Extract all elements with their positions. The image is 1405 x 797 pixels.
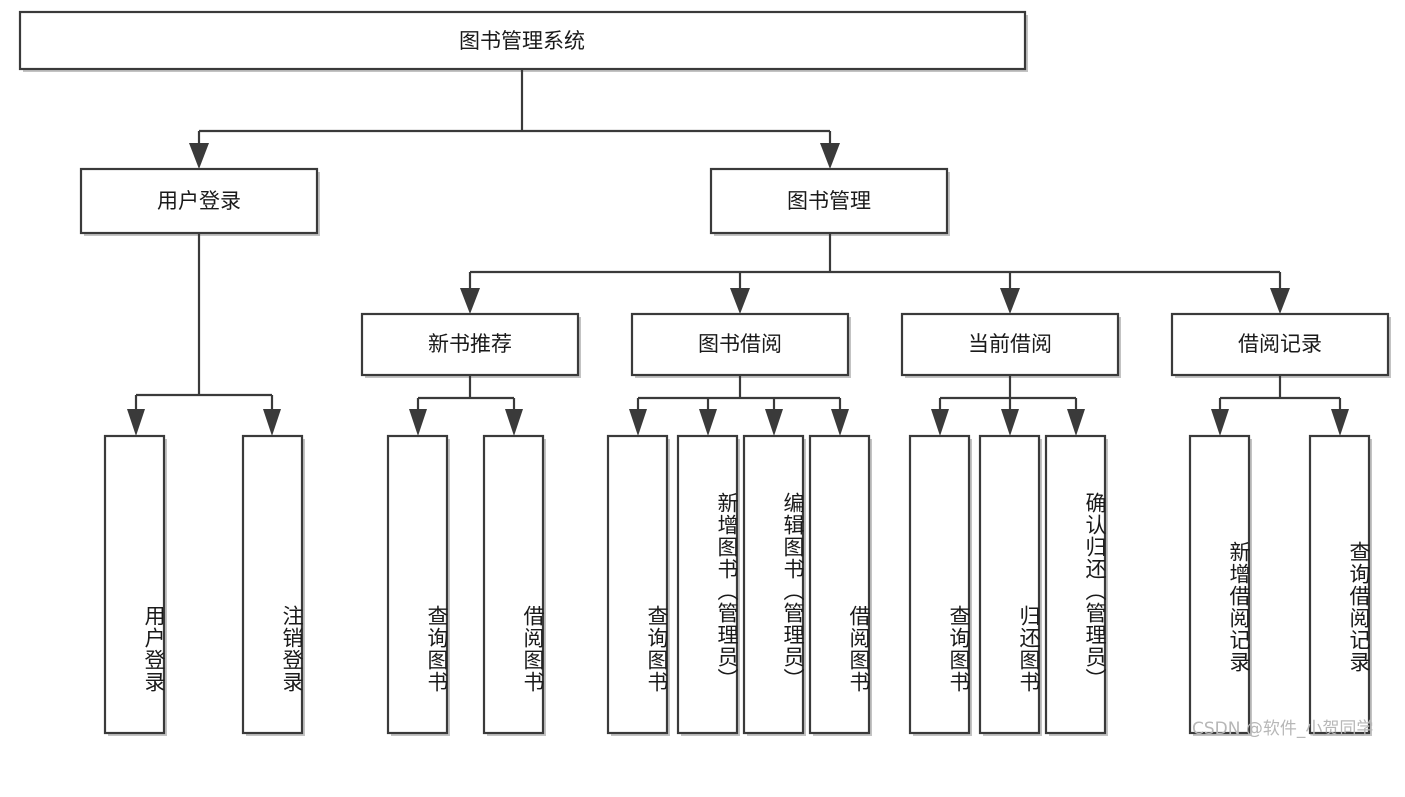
arrow-icon [1000,288,1020,314]
arrow-icon [629,409,647,436]
node-book-manage-label: 图书管理 [787,189,871,213]
arrow-icon [699,409,717,436]
arrow-icon [1331,409,1349,436]
arrow-icon [1001,409,1019,436]
arrow-icon [1211,409,1229,436]
connector-lines [134,69,1342,409]
node-user-login-label: 用户登录 [157,189,241,213]
node-leaf-return-book-label: 归还图书 [1017,604,1041,693]
node-book-borrow-label: 图书借阅 [698,332,782,356]
arrow-icon [1270,288,1290,314]
node-current-borrow-label: 当前借阅 [968,332,1052,356]
node-leaf-edit-book-label: 编辑图书（管理员） [781,491,805,690]
node-leaf-borrow-book-2-label: 借阅图书 [847,604,871,693]
arrow-icon [409,409,427,436]
node-leaf-add-book[interactable] [676,434,739,735]
node-leaf-add-book-label: 新增图书（管理员） [715,491,739,690]
node-leaf-add-record-label: 新增借阅记录 [1227,540,1251,673]
node-leaf-query-book-2[interactable] [606,434,669,735]
node-leaf-confirm-return[interactable] [1044,434,1107,735]
flowchart-svg: 图书管理系统 用户登录 图书管理 新书推荐 图书借阅 当前借阅 借阅记录 [18,10,1391,736]
arrow-icon [460,288,480,314]
node-borrow-record[interactable] [1170,312,1390,377]
arrow-icon [730,288,750,314]
node-leaf-query-book-1[interactable] [386,434,449,735]
arrow-heads [127,143,1349,436]
node-user-login[interactable] [79,167,319,235]
node-leaf-logout[interactable] [241,434,304,735]
arrow-icon [189,143,209,169]
arrow-icon [820,143,840,169]
node-leaf-edit-book[interactable] [742,434,805,735]
node-leaf-borrow-book-1-label: 借阅图书 [521,604,545,693]
arrow-icon [263,409,281,436]
node-new-book-recommend[interactable] [360,312,580,377]
node-borrow-record-label: 借阅记录 [1238,332,1322,356]
node-leaf-borrow-book-2[interactable] [808,434,871,735]
node-new-book-recommend-label: 新书推荐 [428,332,512,356]
node-leaf-query-book-1-label: 查询图书 [425,604,449,693]
node-leaf-user-login-label: 用户登录 [142,604,166,693]
node-leaf-user-login[interactable] [103,434,166,735]
node-leaf-confirm-return-label: 确认归还（管理员） [1083,491,1107,690]
node-leaf-query-record[interactable] [1308,434,1371,735]
arrow-icon [127,409,145,436]
arrow-icon [1067,409,1085,436]
csdn-watermark: CSDN @软件_小贺同学 [1192,719,1374,739]
node-leaf-add-record[interactable] [1188,434,1251,735]
node-leaf-logout-label: 注销登录 [280,604,304,693]
arrow-icon [931,409,949,436]
node-root-label: 图书管理系统 [459,29,585,53]
node-leaf-query-book-3[interactable] [908,434,971,735]
flowchart-canvas: 图书管理系统 用户登录 图书管理 新书推荐 图书借阅 当前借阅 借阅记录 [18,10,1391,739]
arrow-icon [765,409,783,436]
horizontal-nodes: 图书管理系统 用户登录 图书管理 新书推荐 图书借阅 当前借阅 借阅记录 [18,10,1390,377]
node-root[interactable] [18,10,1027,71]
node-leaf-borrow-book-1[interactable] [482,434,545,735]
node-leaf-query-book-3-label: 查询图书 [947,604,971,693]
arrow-icon [505,409,523,436]
node-book-borrow[interactable] [630,312,850,377]
node-current-borrow[interactable] [900,312,1120,377]
leaf-node-outlines [103,434,1371,735]
arrow-icon [831,409,849,436]
node-leaf-query-record-label: 查询借阅记录 [1347,540,1371,673]
node-leaf-return-book[interactable] [978,434,1041,735]
node-book-manage[interactable] [709,167,949,235]
node-leaf-query-book-2-label: 查询图书 [645,604,669,693]
